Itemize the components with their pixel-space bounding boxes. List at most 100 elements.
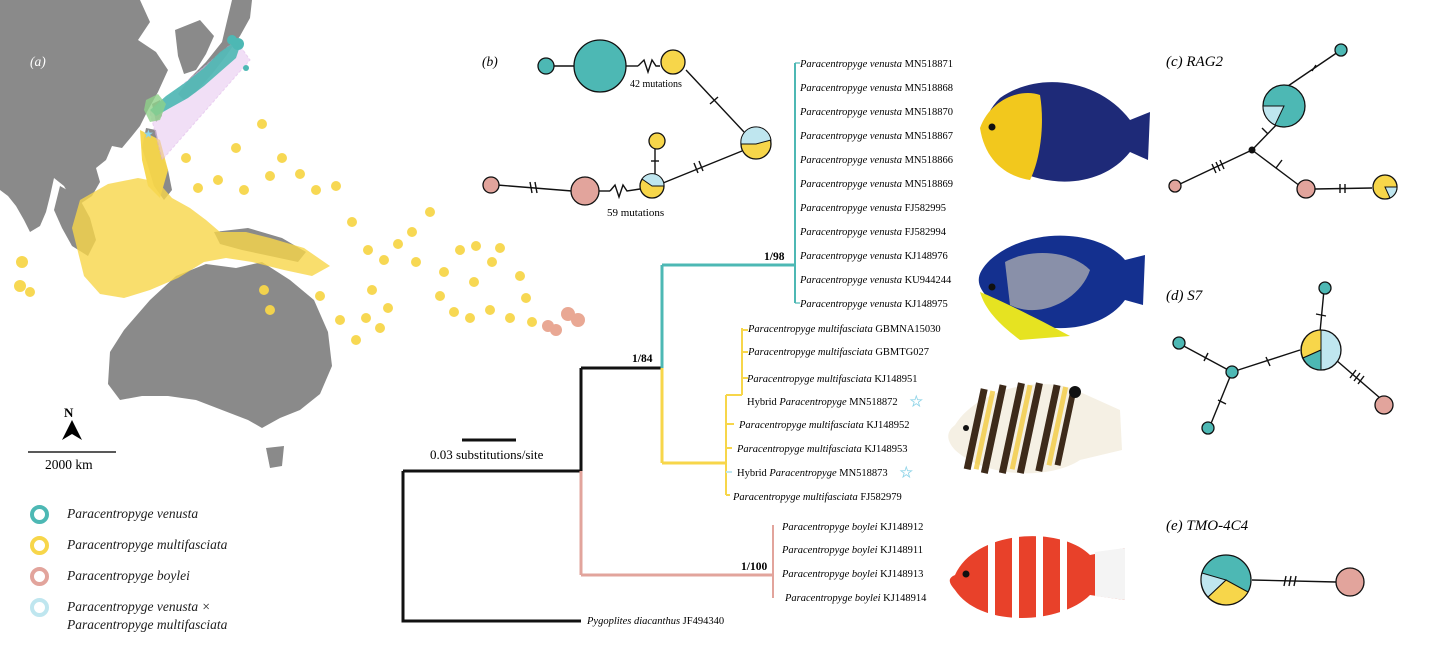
support-venusta: 1/98 — [764, 251, 785, 263]
tip-accession: FJ582979 — [858, 492, 902, 503]
tip-species: Paracentropyge boylei — [781, 522, 878, 533]
tip-accession: GBMTG027 — [873, 347, 929, 358]
tip-label: Paracentropyge multifasciata GBMNA15030 — [747, 324, 941, 335]
tip-species: Paracentropyge venusta — [799, 107, 902, 118]
panel-label-c: (c) RAG2 — [1166, 54, 1224, 70]
legend-swatch-multifasciata — [30, 536, 49, 555]
tip-label: Paracentropyge boylei KJ148913 — [781, 569, 923, 580]
tip-species: Paracentropyge venusta — [799, 203, 902, 214]
hybrid-star-icon: ★ — [900, 466, 913, 481]
tip-accession: KJ148976 — [902, 251, 948, 262]
rag2-median-vector — [1248, 146, 1256, 154]
rag2-node-venusta-small — [1334, 43, 1348, 57]
tip-species: Paracentropyge venusta — [799, 179, 902, 190]
fish-venusta-2 — [978, 235, 1145, 340]
legend: Paracentropyge venusta Paracentropyge mu… — [30, 505, 227, 632]
land-australia — [108, 262, 332, 428]
haplotype-network-b: (b) 42 mutations — [482, 39, 772, 219]
tip-label: Hybrid Paracentropyge MN518873 — [737, 468, 888, 479]
s7-node-mixed-large — [1300, 329, 1342, 371]
rag2-node-mixed-yellow — [1372, 174, 1398, 200]
tip-accession: KJ148912 — [878, 522, 924, 533]
tip-accession: KJ148975 — [902, 299, 948, 310]
tip-label: Paracentropyge venusta KU944244 — [799, 275, 952, 286]
tip-accession: MN518866 — [902, 155, 953, 166]
legend-item-boylei: Paracentropyge boylei — [30, 567, 227, 598]
tip-species: Paracentropyge boylei — [781, 545, 878, 556]
tip-species: Paracentropyge multifasciata — [732, 492, 858, 503]
tip-accession: KJ148911 — [878, 545, 923, 556]
tip-species: Paracentropyge boylei — [784, 593, 881, 604]
hybrid-star-icon: ★ — [910, 395, 923, 410]
tip-accession: FJ582994 — [902, 227, 947, 238]
node-boylei-small — [482, 176, 500, 194]
tip-label: Paracentropyge boylei KJ148912 — [781, 522, 923, 533]
mutations-42: 42 mutations — [630, 79, 682, 90]
tip-accession: KJ148913 — [878, 569, 924, 580]
rag2-node-boylei — [1296, 179, 1316, 199]
fish-multifasciata — [948, 382, 1122, 474]
tip-label: Paracentropyge multifasciata FJ582979 — [732, 492, 902, 503]
tip-species: Paracentropyge multifasciata — [736, 444, 862, 455]
tip-species: Paracentropyge venusta — [799, 155, 902, 166]
tip-species: Paracentropyge venusta — [799, 251, 902, 262]
tip-species: Paracentropyge multifasciata — [747, 347, 873, 358]
tip-species: Paracentropyge multifasciata — [738, 420, 864, 431]
land-korea — [175, 20, 214, 74]
tip-accession: MN518870 — [902, 107, 953, 118]
tip-species: Pygoplites diacanthus — [586, 616, 680, 627]
range-venusta — [150, 35, 249, 116]
land-asia — [0, 0, 168, 232]
tip-species: Paracentropyge venusta — [799, 275, 902, 286]
panel-label-a: (a) — [30, 54, 46, 69]
legend-label-hybrid-line2: Paracentropyge multifasciata — [67, 617, 228, 632]
mutations-59: 59 mutations — [607, 207, 664, 219]
tip-prefix: Hybrid — [737, 468, 769, 479]
tip-label: Paracentropyge venusta MN518866 — [799, 155, 953, 166]
tip-species: Paracentropyge venusta — [799, 59, 902, 70]
hybrid-star: ★ — [143, 127, 154, 141]
land-tasmania — [266, 446, 284, 468]
tip-label: Paracentropyge venusta MN518870 — [799, 107, 953, 118]
tip-accession: KU944244 — [902, 275, 952, 286]
tip-accession: MN518868 — [902, 83, 953, 94]
tip-accession: MN518869 — [902, 179, 953, 190]
tip-labels: Paracentropyge venusta MN518871Paracentr… — [586, 59, 953, 627]
tip-label: Pygoplites diacanthus JF494340 — [586, 616, 724, 627]
s7-node-venusta-mid — [1225, 365, 1239, 379]
tip-label: Paracentropyge boylei KJ148914 — [784, 593, 927, 604]
legend-item-hybrid: Paracentropyge venusta ×Paracentropyge m… — [30, 598, 227, 632]
tmo-node-mixed-large — [1200, 554, 1252, 606]
tip-prefix: Hybrid — [747, 397, 779, 408]
range-boylei — [542, 307, 585, 336]
legend-swatch-venusta — [30, 505, 49, 524]
tip-species: Paracentropyge boylei — [781, 569, 878, 580]
tip-accession: KJ148953 — [862, 444, 908, 455]
range-venusta-hull — [149, 39, 251, 162]
tip-species: Paracentropyge venusta — [799, 83, 902, 94]
fish-venusta-1 — [980, 82, 1150, 182]
legend-item-venusta: Paracentropyge venusta — [30, 505, 227, 536]
tip-accession: KJ148951 — [872, 374, 918, 385]
node-mixed-1 — [740, 126, 772, 160]
tmo-node-boylei — [1335, 567, 1365, 597]
tip-species: Paracentropyge — [768, 468, 837, 479]
tip-label: Paracentropyge venusta FJ582995 — [799, 203, 946, 214]
rag2-node-boylei-small — [1168, 179, 1182, 193]
legend-swatch-hybrid — [30, 598, 49, 617]
tip-label: Paracentropyge multifasciata KJ148953 — [736, 444, 908, 455]
panel-label-e: (e) TMO-4C4 — [1166, 518, 1249, 534]
node-venusta-large — [573, 39, 627, 93]
tip-accession: GBMNA15030 — [873, 324, 941, 335]
tip-species: Paracentropyge venusta — [799, 299, 902, 310]
tip-species: Paracentropyge multifasciata — [746, 374, 872, 385]
scale-label: 2000 km — [45, 457, 93, 472]
tip-label: Paracentropyge boylei KJ148911 — [781, 545, 923, 556]
range-hybrid — [144, 94, 166, 122]
tree-scale-label: 0.03 substitutions/site — [430, 447, 544, 462]
legend-label-hybrid: Paracentropyge venusta ×Paracentropyge m… — [67, 598, 227, 634]
network-tmo4c4: (e) TMO-4C4 — [1166, 518, 1365, 606]
node-multi-2 — [648, 132, 666, 150]
tip-label: Paracentropyge venusta KJ148975 — [799, 299, 948, 310]
tip-accession: MN518872 — [847, 397, 898, 408]
